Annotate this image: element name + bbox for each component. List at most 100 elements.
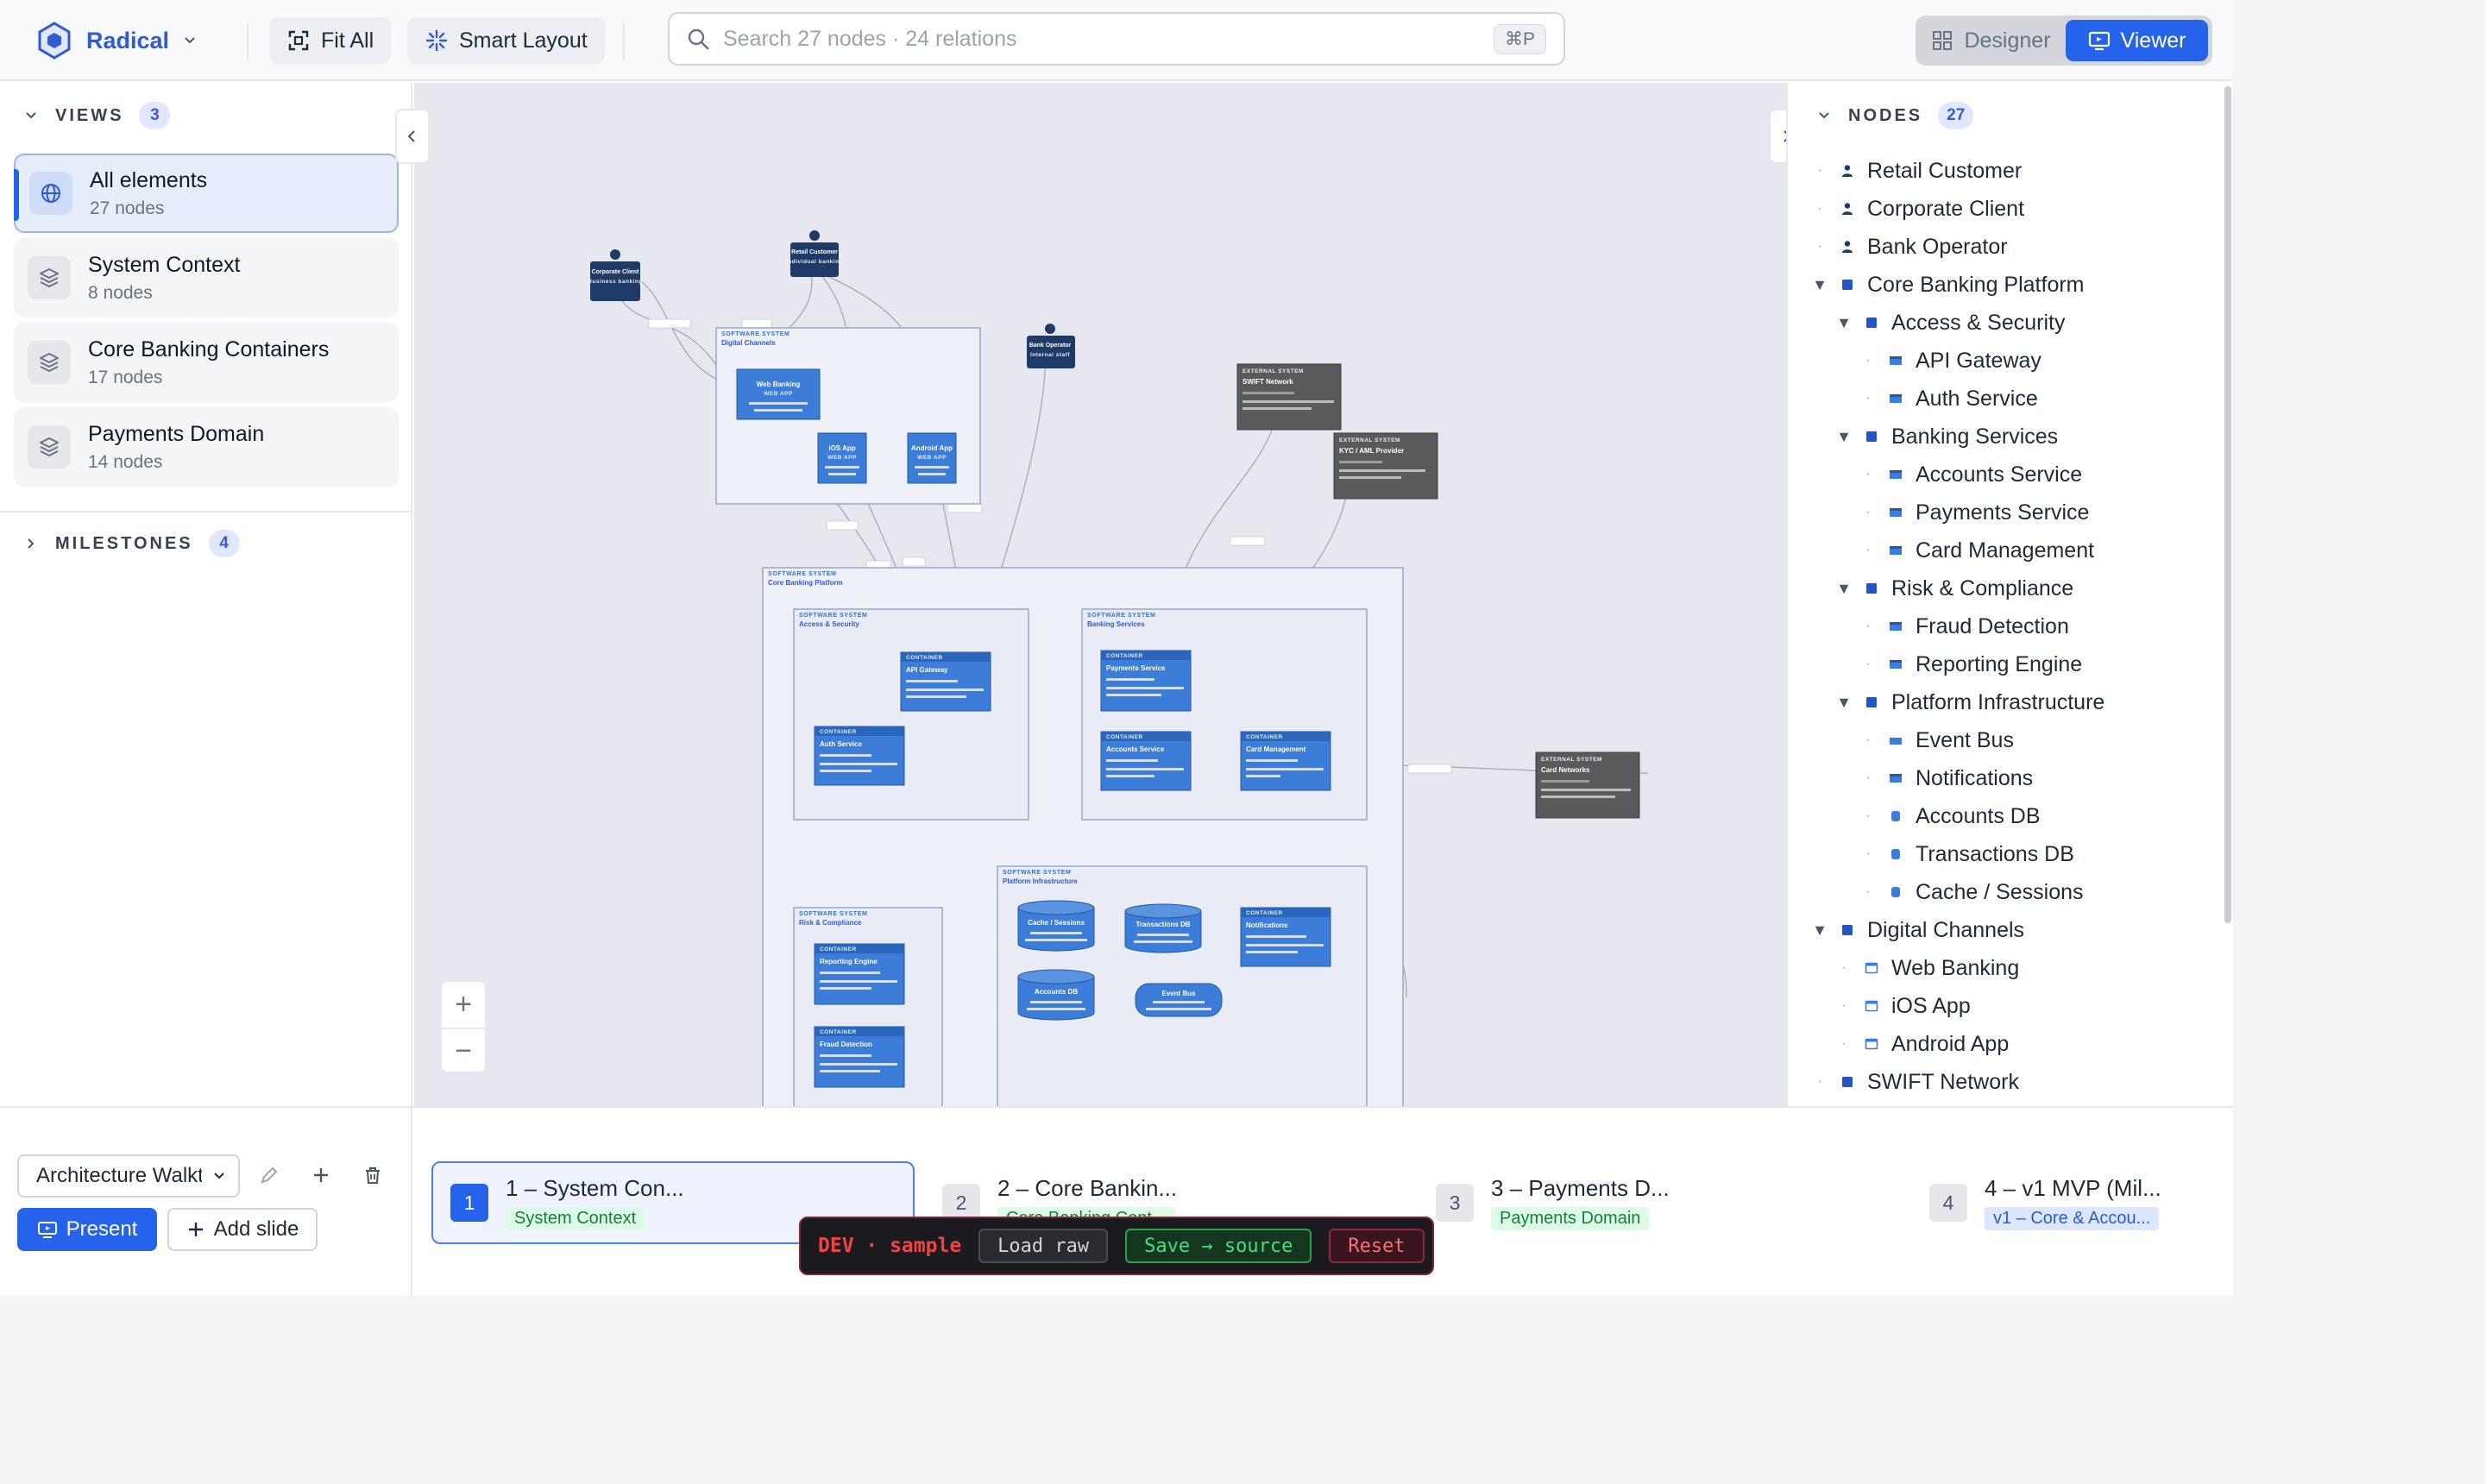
expand-toggle-icon[interactable]: ▼ — [1836, 693, 1852, 711]
container-notifications[interactable]: CONTAINER Notifications — [1240, 907, 1331, 967]
add-slide-button[interactable]: Add slide — [167, 1208, 318, 1251]
database-icon — [1878, 808, 1916, 824]
expand-toggle-icon[interactable]: ▼ — [1812, 275, 1828, 293]
views-section-header[interactable]: VIEWS 3 — [22, 102, 171, 129]
node-tree-item[interactable]: ·Auth Service — [1859, 381, 2037, 416]
hexagon-logo-icon — [38, 22, 71, 60]
node-tree-item[interactable]: ·Transactions DB — [1859, 837, 2074, 871]
node-tree-item[interactable]: ·Payments Service — [1859, 495, 2089, 530]
nodes-scrollbar[interactable] — [2224, 86, 2231, 923]
diagram-canvas[interactable]: .bnd { fill: #eef0f7; stroke: #9aa6cc; s… — [414, 83, 1786, 1106]
container-auth-service[interactable]: CONTAINER Auth Service — [814, 726, 905, 786]
expand-toggle-icon[interactable]: ▼ — [1836, 579, 1852, 597]
load-raw-button[interactable]: Load raw — [978, 1229, 1109, 1263]
view-item-all-elements[interactable]: All elements 27 nodes — [14, 154, 399, 233]
person-name: Bank Operator — [1029, 343, 1072, 349]
node-tree-item[interactable]: ·Bank Operator — [1810, 230, 2007, 264]
expand-toggle-icon[interactable]: ▼ — [1812, 921, 1828, 939]
node-tree-item[interactable]: ·Android App — [1834, 1027, 2009, 1061]
slide-3[interactable]: 3 3 – Payments D... Payments Domain — [1419, 1161, 1884, 1244]
node-tree-item[interactable]: ·SWIFT Network — [1810, 1065, 2019, 1099]
external-swift-network[interactable]: EXTERNAL SYSTEM SWIFT Network — [1236, 363, 1342, 431]
view-item-core-banking-containers[interactable]: Core Banking Containers 17 nodes — [14, 323, 399, 402]
save-to-source-button[interactable]: Save → source — [1125, 1229, 1312, 1263]
collapse-left-panel-button[interactable] — [395, 109, 430, 164]
person-corporate-client[interactable]: Corporate Client Business banking — [588, 249, 643, 301]
viewer-mode-button[interactable]: Viewer — [2066, 20, 2208, 61]
smart-layout-button[interactable]: Smart Layout — [407, 17, 605, 64]
node-tree-item[interactable]: ·Fraud Detection — [1859, 609, 2069, 644]
expand-toggle-icon[interactable]: ▼ — [1836, 427, 1852, 445]
person-retail-customer[interactable]: Retail Customer Individual banking — [786, 230, 843, 277]
rename-deck-button[interactable] — [250, 1156, 288, 1194]
deck-select[interactable]: Architecture Walkthrough — [17, 1154, 240, 1198]
search-bar[interactable]: ⌘P — [668, 12, 1565, 66]
node-tree-item[interactable]: ▼Platform Infrastructure — [1834, 685, 2104, 720]
boundary-access-security[interactable]: SOFTWARE SYSTEM Access & Security — [793, 608, 1029, 821]
dev-toolbar: DEV · sample Load raw Save → source Rese… — [799, 1217, 1434, 1275]
present-button[interactable]: Present — [17, 1208, 157, 1251]
view-item-system-context[interactable]: System Context 8 nodes — [14, 238, 399, 318]
node-tree-item[interactable]: ·Accounts Service — [1859, 457, 2082, 492]
node-tree-item[interactable]: ·Card Management — [1859, 533, 2094, 568]
container-payments-service[interactable]: CONTAINER Payments Service — [1100, 650, 1192, 712]
external-kyc-aml-provider[interactable]: EXTERNAL SYSTEM KYC / AML Provider — [1333, 432, 1438, 500]
node-tree-item[interactable]: ·Event Bus — [1859, 723, 2014, 758]
architecture-diagram[interactable]: .bnd { fill: #eef0f7; stroke: #9aa6cc; s… — [414, 83, 1786, 1106]
expand-toggle-icon[interactable]: ▼ — [1836, 313, 1852, 331]
app-tag: WEB APP — [764, 391, 793, 397]
node-tree-item[interactable]: ·API Gateway — [1859, 343, 2041, 378]
node-tree-item[interactable]: ·Accounts DB — [1859, 799, 2040, 833]
node-tree-item[interactable]: ▼Core Banking Platform — [1810, 267, 2084, 302]
node-label: Payments Service — [1916, 500, 2090, 525]
node-tree-item[interactable]: ▼Risk & Compliance — [1834, 571, 2073, 606]
boundary-name: Banking Services — [1087, 620, 1145, 628]
node-tree-item[interactable]: ·Notifications — [1859, 761, 2033, 795]
database-accounts-db[interactable]: Accounts DB — [1017, 969, 1095, 1021]
reset-button[interactable]: Reset — [1329, 1229, 1425, 1263]
add-deck-button[interactable] — [302, 1156, 340, 1194]
container-reporting-engine[interactable]: CONTAINER Reporting Engine — [814, 943, 905, 1005]
node-label: Card Management — [1916, 538, 2095, 563]
container-card-management[interactable]: CONTAINER Card Management — [1240, 731, 1331, 791]
node-tree-item[interactable]: ·Web Banking — [1834, 951, 2019, 985]
node-tree-item[interactable]: ·iOS App — [1834, 989, 1970, 1023]
view-item-payments-domain[interactable]: Payments Domain 14 nodes — [14, 407, 399, 487]
brand-switcher[interactable]: Radical — [35, 19, 198, 62]
boundary-name: Risk & Compliance — [799, 919, 862, 927]
webapp-web-banking[interactable]: Web Banking WEB APP — [736, 368, 821, 420]
milestones-count-badge: 4 — [208, 530, 240, 557]
person-bank-operator[interactable]: Bank Operator Internal staff — [1027, 324, 1075, 368]
database-transactions-db[interactable]: Transactions DB — [1124, 903, 1202, 953]
node-tree-item[interactable]: ▼Banking Services — [1834, 419, 2058, 454]
slide-4[interactable]: 4 4 – v1 MVP (Mil... v1 – Core & Accou..… — [1912, 1161, 2223, 1244]
database-cache-sessions[interactable]: Cache / Sessions — [1017, 900, 1095, 952]
zoom-in-button[interactable]: + — [455, 988, 472, 1021]
views-sidebar: VIEWS 3 All elements 27 nodes System Con… — [0, 83, 412, 1106]
webapp-android-app[interactable]: Android App WEB APP — [907, 432, 957, 484]
container-api-gateway[interactable]: CONTAINER API Gateway — [900, 651, 991, 712]
zoom-out-button[interactable]: − — [442, 1028, 485, 1073]
system-icon — [1829, 277, 1867, 292]
container-accounts-service[interactable]: CONTAINER Accounts Service — [1100, 731, 1192, 791]
node-tree-item[interactable]: ·Retail Customer — [1810, 154, 2022, 188]
webapp-ios-app[interactable]: iOS App WEB APP — [817, 432, 867, 484]
node-label: API Gateway — [1916, 348, 2041, 373]
node-tree-item[interactable]: ·Cache / Sessions — [1859, 875, 2083, 909]
node-tree-item[interactable]: ▼Digital Channels — [1810, 913, 2024, 947]
node-tree-item[interactable]: ·Reporting Engine — [1859, 647, 2082, 682]
fit-all-button[interactable]: Fit All — [269, 17, 392, 64]
search-input[interactable] — [723, 26, 1480, 52]
delete-deck-button[interactable] — [354, 1156, 392, 1194]
tree-bullet: · — [1865, 391, 1871, 406]
milestones-section-header[interactable]: MILESTONES 4 — [22, 530, 240, 557]
node-tree-item[interactable]: ▼Access & Security — [1834, 305, 2065, 340]
external-card-networks[interactable]: EXTERNAL SYSTEM Card Networks — [1535, 751, 1640, 819]
view-node-count: 14 nodes — [88, 451, 163, 472]
queue-name: Event Bus — [1161, 990, 1196, 997]
container-fraud-detection[interactable]: CONTAINER Fraud Detection — [814, 1026, 905, 1088]
queue-event-bus[interactable]: Event Bus — [1135, 983, 1223, 1017]
node-tree-item[interactable]: ·Corporate Client — [1810, 192, 2024, 226]
nodes-section-header[interactable]: NODES 27 — [1815, 102, 1974, 129]
designer-mode-button[interactable]: Designer — [1920, 20, 2062, 61]
